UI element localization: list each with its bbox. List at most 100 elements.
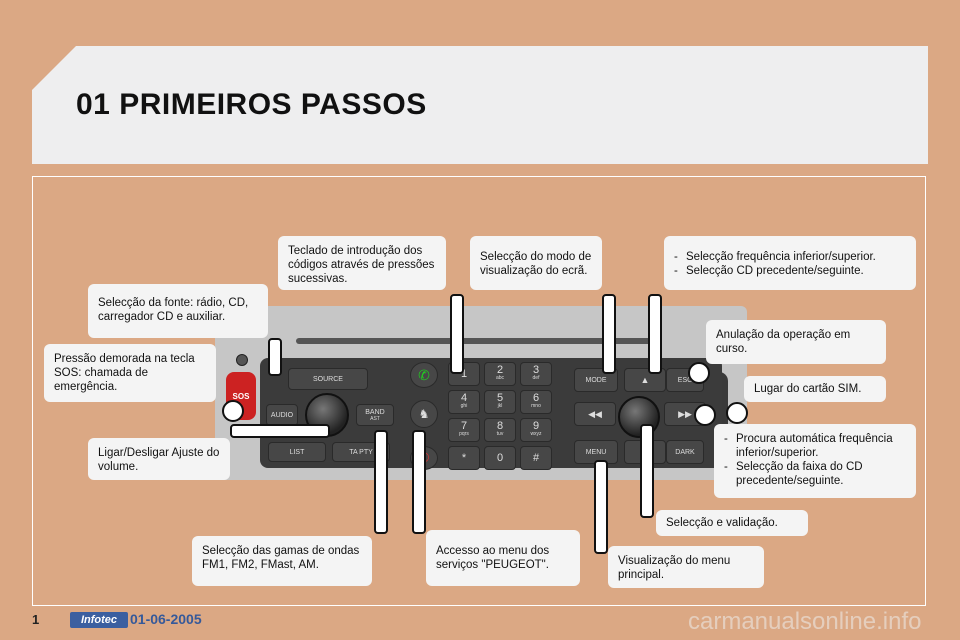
- pointer-menu: [594, 460, 608, 554]
- band-label: BAND: [365, 408, 385, 416]
- pointer-sos: [222, 400, 244, 422]
- pointer-validacao: [640, 424, 654, 518]
- arrow-up-icon: ▲: [640, 375, 650, 385]
- sos-led: [236, 354, 248, 366]
- callout-gamas-text: Selecção das gamas de ondas FM1, FM2, FM…: [202, 545, 360, 571]
- callout-modo-text: Selecção do modo de visualização do ecrã…: [480, 251, 592, 277]
- pointer-anulacao: [688, 362, 710, 384]
- callout-freq: Selecção frequência inferior/superior.Se…: [664, 236, 916, 290]
- phone-icon: ✆: [418, 366, 430, 383]
- audio-button[interactable]: AUDIO: [266, 404, 298, 426]
- source-button[interactable]: SOURCE: [288, 368, 368, 390]
- esc-label: ESC: [677, 376, 693, 384]
- callout-teclado: Teclado de introdução dos códigos atravé…: [278, 236, 446, 290]
- peugeot-lion-icon: ♞: [418, 407, 430, 421]
- keypad-key-letters: wxyz: [530, 431, 542, 437]
- keypad-key-letters: jkl: [497, 403, 503, 409]
- keypad-key-letters: tuv: [496, 431, 504, 437]
- pointer-modo: [602, 294, 616, 374]
- keypad-key[interactable]: *: [448, 446, 480, 470]
- callout-procura-item: Selecção da faixa do CD precedente/segui…: [724, 460, 906, 488]
- pointer-teclado: [450, 294, 464, 374]
- callout-sos: Pressão demorada na tecla SOS: chamada d…: [44, 344, 216, 402]
- keypad-key-number: 5: [496, 392, 504, 404]
- callout-fonte-text: Selecção da fonte: rádio, CD, carregador…: [98, 297, 249, 323]
- fast-forward-icon: ▶▶: [678, 408, 692, 419]
- pointer-sim: [726, 402, 748, 424]
- keypad-key-letters: def: [532, 375, 540, 381]
- keypad-key-number: 2: [496, 364, 504, 376]
- source-label: SOURCE: [313, 375, 343, 383]
- callout-procura-item: Procura automática frequência inferior/s…: [724, 432, 906, 460]
- dark-button[interactable]: DARK: [666, 440, 704, 464]
- list-label: LIST: [289, 448, 305, 456]
- callout-menu-text: Visualização do menu principal.: [618, 555, 731, 581]
- keypad-key-number: *: [461, 452, 467, 464]
- callout-anulacao: Anulação da operação em curso.: [706, 320, 886, 364]
- callout-menu: Visualização do menu principal.: [608, 546, 764, 588]
- footer-date: 01-06-2005: [130, 611, 202, 627]
- callout-peugeot: Accesso ao menu dos serviços "PEUGEOT".: [426, 530, 580, 586]
- cd-slot: [296, 338, 656, 344]
- callout-procura: Procura automática frequência inferior/s…: [714, 424, 916, 498]
- pointer-freq: [648, 294, 662, 374]
- keypad-key-number: 3: [532, 364, 540, 376]
- keypad-key-number: 7: [460, 420, 468, 432]
- callout-fonte: Selecção da fonte: rádio, CD, carregador…: [88, 284, 268, 338]
- keypad-key-number: 8: [496, 420, 504, 432]
- callout-freq-item: Selecção frequência inferior/superior.: [674, 250, 906, 264]
- callout-sos-text: Pressão demorada na tecla SOS: chamada d…: [54, 353, 195, 393]
- callout-gamas: Selecção das gamas de ondas FM1, FM2, FM…: [192, 536, 372, 586]
- watermark: carmanualsonline.info: [688, 608, 922, 635]
- pointer-procura: [694, 404, 716, 426]
- keypad-key-letters: abc: [495, 375, 505, 381]
- pointer-ligar: [230, 424, 330, 438]
- keypad-key-number: 9: [532, 420, 540, 432]
- list-button[interactable]: LIST: [268, 442, 326, 462]
- peugeot-services-button[interactable]: ♞: [410, 400, 438, 428]
- callout-modo: Selecção do modo de visualização do ecrã…: [470, 236, 602, 290]
- call-button[interactable]: ✆: [410, 362, 438, 388]
- keypad-key[interactable]: #: [520, 446, 552, 470]
- keypad-key-letters: ghi: [460, 403, 468, 409]
- pointer-peugeot: [412, 430, 426, 534]
- keypad-key-letters: mno: [531, 403, 541, 409]
- infotec-logo: Infotec: [70, 612, 128, 628]
- callout-ligar: Ligar/Desligar Ajuste do volume.: [88, 438, 230, 480]
- rewind-icon: ◀◀: [588, 408, 602, 419]
- callout-anulacao-text: Anulação da operação em curso.: [716, 329, 851, 355]
- pointer-gamas: [374, 430, 388, 534]
- callout-freq-item: Selecção CD precedente/seguinte.: [674, 264, 906, 278]
- pointer-fonte: [268, 338, 282, 376]
- callout-validacao-text: Selecção e validação.: [666, 517, 778, 529]
- keypad-key-number: 0: [496, 452, 504, 464]
- keypad-key-number: 6: [532, 392, 540, 404]
- menu-label: MENU: [585, 448, 607, 456]
- callout-sim-text: Lugar do cartão SIM.: [754, 383, 862, 395]
- mode-label: MODE: [585, 376, 607, 384]
- dark-label: DARK: [675, 448, 695, 456]
- ast-label: AST: [370, 415, 380, 422]
- sos-label: SOS: [232, 391, 250, 401]
- page-title: 01 PRIMEIROS PASSOS: [76, 88, 427, 121]
- header-banner: [32, 46, 928, 164]
- seek-back-button[interactable]: ◀◀: [574, 402, 616, 426]
- callout-sim: Lugar do cartão SIM.: [744, 376, 886, 402]
- audio-label: AUDIO: [270, 411, 294, 419]
- callout-ligar-text: Ligar/Desligar Ajuste do volume.: [98, 447, 220, 473]
- keypad-key[interactable]: 0: [484, 446, 516, 470]
- keypad-key-number: #: [532, 452, 540, 464]
- callout-validacao: Selecção e validação.: [656, 510, 808, 536]
- keypad-key-number: 1: [460, 368, 468, 380]
- keypad-key-number: 4: [460, 392, 468, 404]
